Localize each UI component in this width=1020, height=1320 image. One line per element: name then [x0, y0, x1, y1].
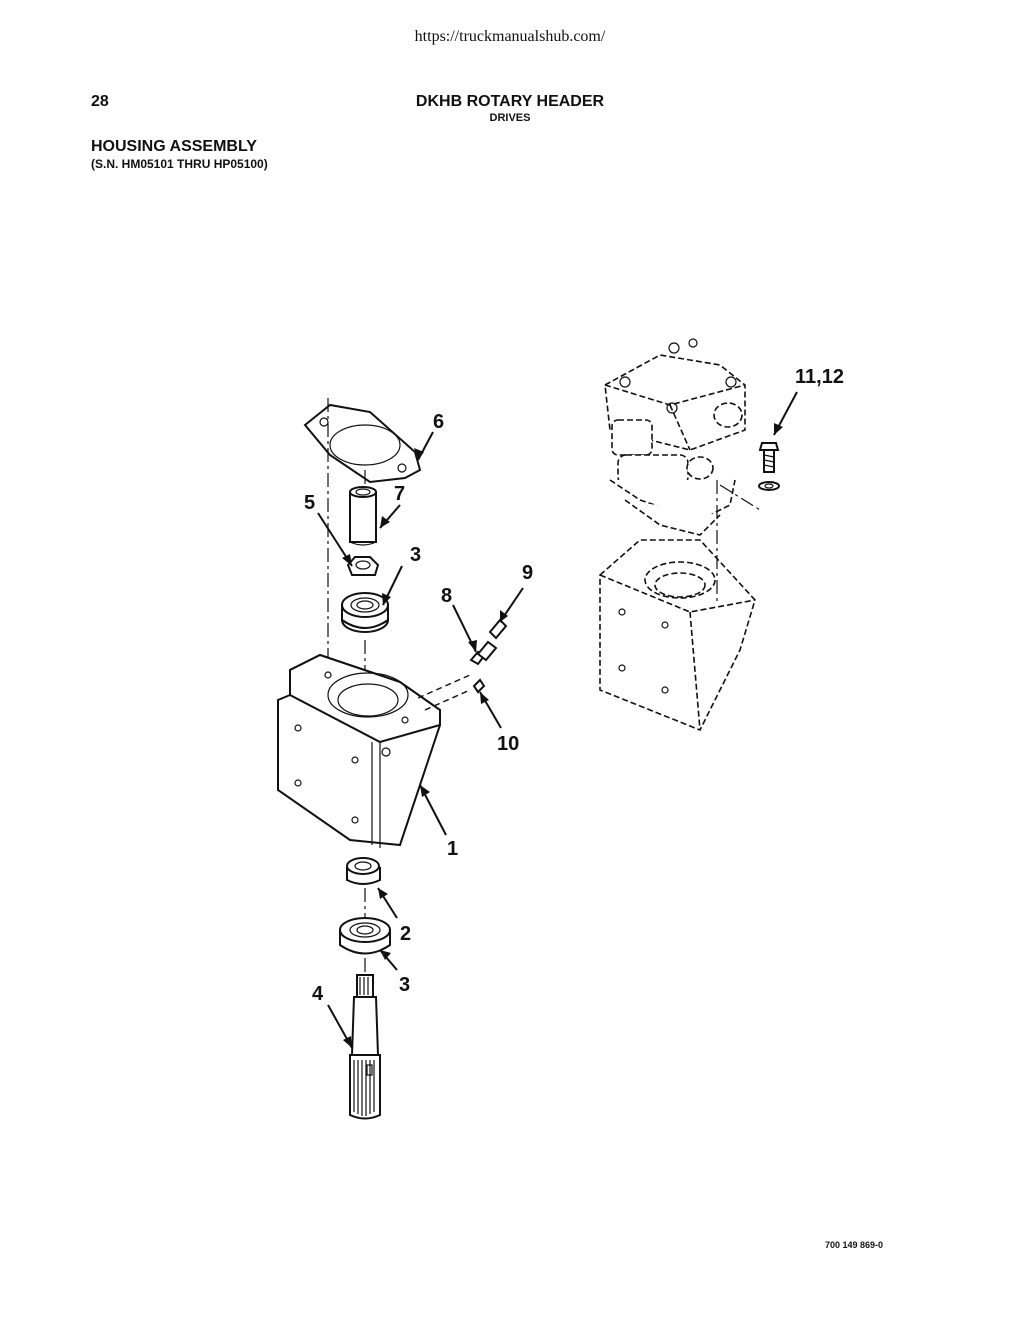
callout-4: 4 [312, 983, 324, 1005]
bearing-lower [339, 917, 391, 955]
gasket [303, 403, 422, 484]
callout-10: 10 [497, 733, 519, 755]
arrowheads [342, 423, 783, 1048]
ghost-assembly [599, 338, 761, 732]
nut [346, 556, 380, 576]
callout-5: 5 [304, 492, 315, 514]
callout-labels: 6 7 5 3 9 8 10 1 2 3 4 11,12 [304, 366, 844, 1005]
fittings [469, 618, 508, 694]
housing [277, 653, 471, 848]
bearing-upper [341, 592, 389, 633]
callout-6: 6 [433, 411, 444, 433]
callout-11-12: 11,12 [795, 366, 844, 388]
callout-2: 2 [400, 923, 411, 945]
bolt-and-washer [758, 442, 780, 491]
callout-9: 9 [522, 562, 533, 584]
callout-1: 1 [447, 838, 458, 860]
spacer [346, 857, 381, 885]
header-subtitle: DRIVES [489, 112, 531, 124]
shaft [349, 974, 381, 1120]
callout-3-lower: 3 [399, 974, 410, 996]
callout-3-upper: 3 [410, 544, 421, 566]
page-number: 28 [91, 93, 109, 110]
source-url: https://truckmanualshub.com/ [414, 28, 606, 45]
serial-range: (S.N. HM05101 THRU HP05100) [91, 157, 268, 171]
sleeve [349, 486, 377, 546]
callout-7: 7 [394, 483, 405, 505]
section-title: HOUSING ASSEMBLY [91, 138, 257, 155]
callout-8: 8 [441, 585, 452, 607]
figure-number: 700 149 869-0 [825, 1240, 884, 1250]
header-title: DKHB ROTARY HEADER [415, 93, 605, 110]
